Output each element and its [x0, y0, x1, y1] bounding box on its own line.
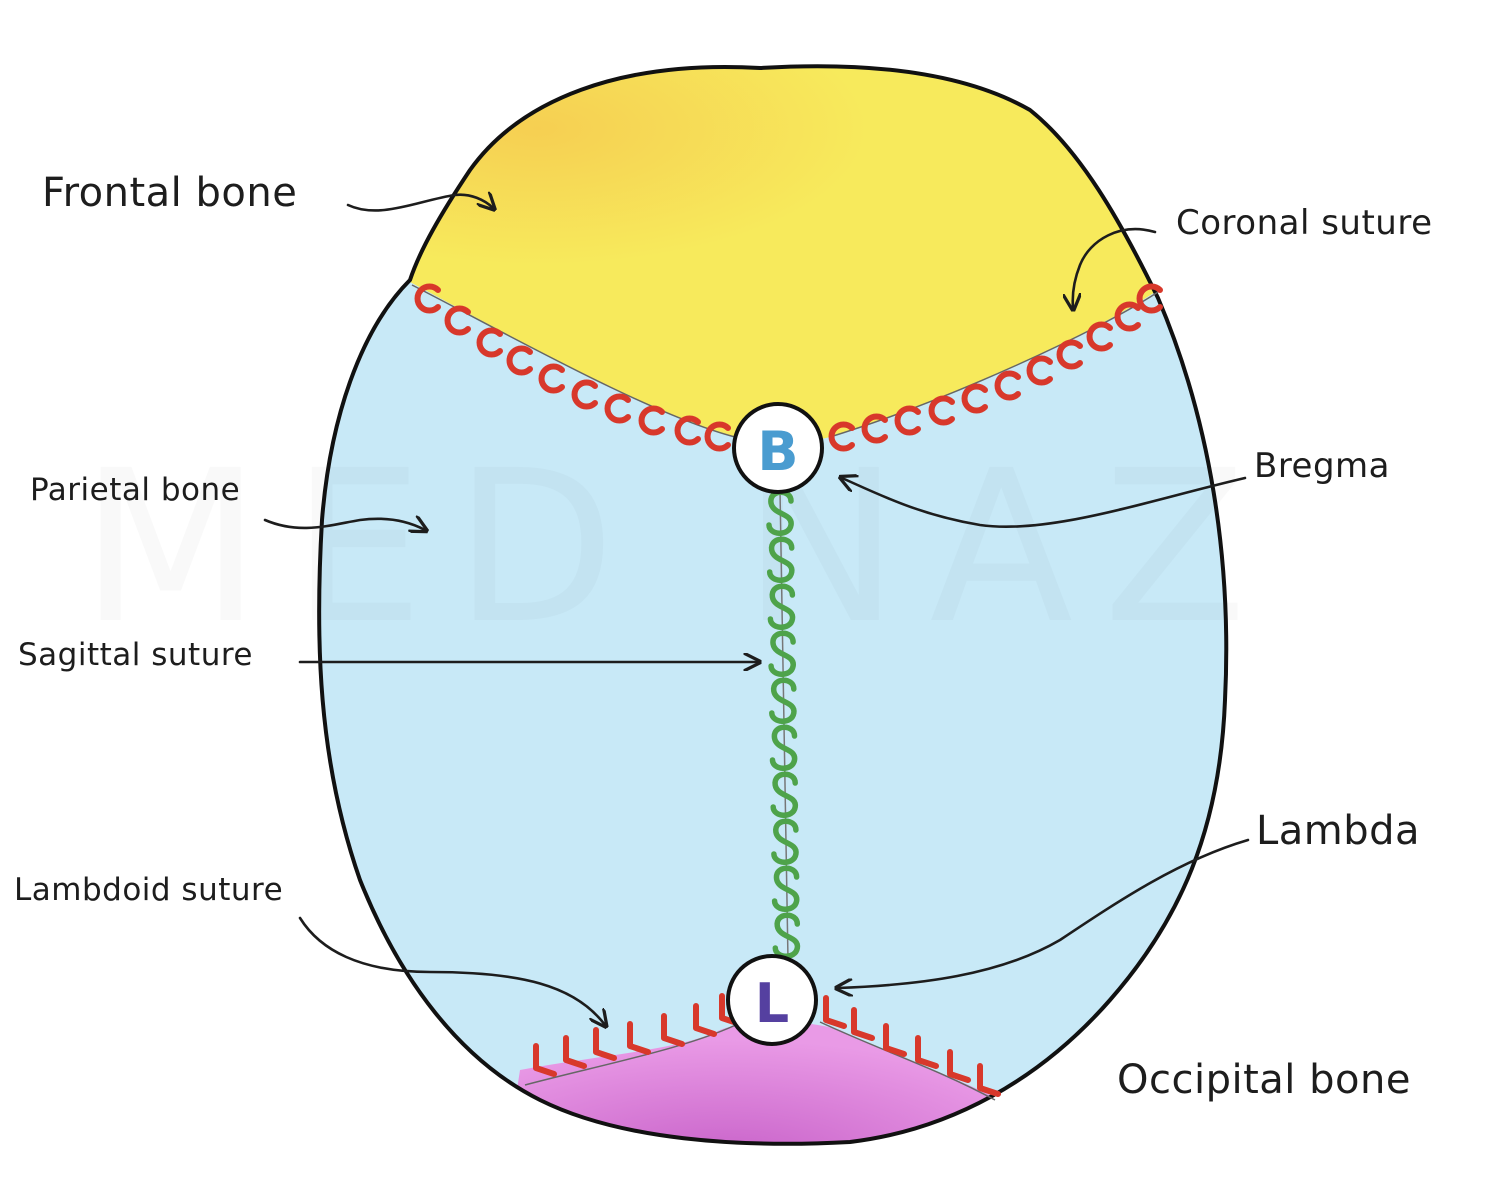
lambdoid-suture-line: [524, 1021, 996, 1101]
coronal-suture-line: [411, 284, 1159, 438]
coronal-mark: [674, 415, 701, 446]
coronal-mark: [894, 405, 921, 436]
lambdoid-mark: [593, 1027, 617, 1061]
bregma-letter: B: [757, 420, 798, 483]
coronal-mark: [604, 393, 631, 424]
lambdoid-mark: [661, 1013, 685, 1047]
sagittal-mark: [769, 724, 798, 771]
bregma-marker: B: [732, 402, 824, 494]
sagittal-suture-label: Sagittal suture: [18, 637, 253, 673]
lambda-arrow: [838, 838, 1250, 988]
coronal-mark: [961, 383, 988, 414]
coronal-mark: [861, 413, 888, 444]
lambda-label: Lambda: [1256, 808, 1421, 854]
coronal-mark: [994, 370, 1021, 401]
coronal-suture-arrow: [1073, 227, 1157, 308]
lambdoid-suture-arrow: [298, 916, 605, 1025]
coronal-mark: [1086, 321, 1113, 352]
lambdoid-mark: [563, 1035, 587, 1069]
coronal-mark: [444, 305, 471, 336]
sagittal-mark: [768, 630, 796, 677]
coronal-mark: [571, 379, 598, 410]
coronal-mark: [414, 283, 441, 314]
sagittal-mark: [766, 536, 795, 583]
coronal-suture-label: Coronal suture: [1176, 203, 1433, 243]
frontal-bone-arrow: [346, 195, 493, 211]
sagittal-mark: [771, 818, 799, 865]
coronal-mark: [1026, 355, 1053, 386]
lambdoid-mark: [977, 1063, 1001, 1097]
lambdoid-mark: [627, 1021, 651, 1055]
sagittal-suture-marks: [766, 489, 801, 959]
occipital-bone-region: [500, 1021, 1000, 1144]
lambdoid-mark: [533, 1043, 557, 1077]
lambdoid-mark: [693, 1003, 717, 1037]
coronal-mark: [928, 395, 955, 426]
lambdoid-mark: [883, 1023, 907, 1057]
sagittal-mark: [767, 583, 796, 630]
lambdoid-mark: [823, 995, 847, 1029]
sagittal-mark: [770, 771, 798, 818]
bregma-label: Bregma: [1254, 446, 1391, 486]
coronal-mark: [476, 327, 503, 358]
coronal-suture-marks: [414, 283, 1163, 452]
coronal-mark: [828, 421, 855, 452]
coronal-mark: [506, 345, 533, 376]
lambdoid-mark: [915, 1035, 939, 1069]
parietal-bone-arrow: [263, 519, 425, 530]
coronal-mark: [638, 405, 665, 436]
frontal-bone-label: Frontal bone: [42, 170, 298, 216]
coronal-mark: [538, 363, 565, 394]
frontal-bone-region: [319, 66, 1227, 443]
skull-outline: [317, 64, 1229, 1146]
coronal-mark: [704, 421, 731, 452]
coronal-mark: [1114, 301, 1141, 332]
lambdoid-mark: [851, 1007, 875, 1041]
lambda-marker: L: [726, 954, 818, 1046]
lambdoid-mark: [947, 1049, 971, 1083]
coronal-mark: [1056, 339, 1083, 370]
lambda-letter: L: [755, 972, 789, 1035]
sagittal-mark: [769, 677, 797, 724]
coronal-mark: [1136, 283, 1163, 314]
sagittal-mark: [771, 865, 800, 912]
watermark-text: MED NAZ: [80, 425, 1277, 670]
lambdoid-suture-label: Lambdoid suture: [14, 872, 284, 908]
bregma-arrow: [842, 478, 1247, 529]
occipital-bone-label: Occipital bone: [1117, 1057, 1411, 1103]
parietal-bone-label: Parietal bone: [30, 472, 241, 508]
